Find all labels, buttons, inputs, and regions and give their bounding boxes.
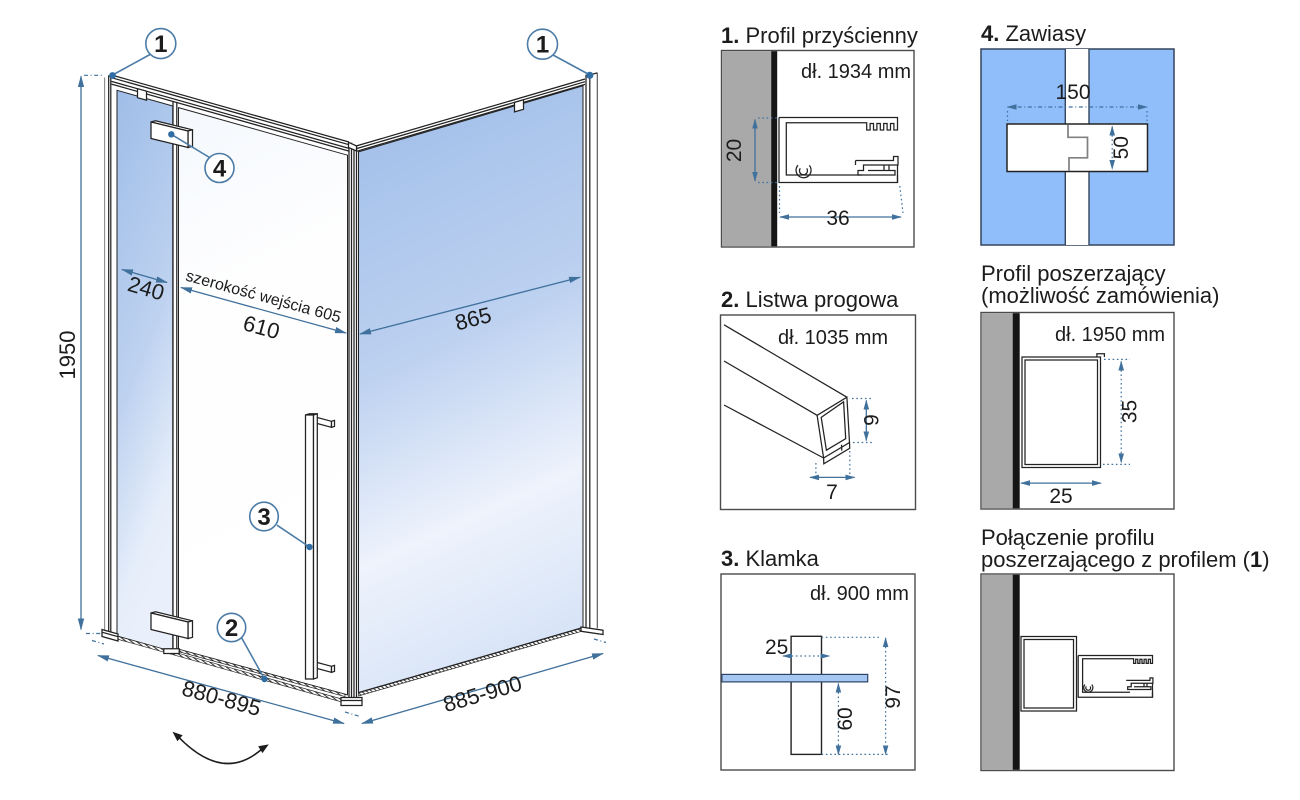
svg-text:7: 7 [826,481,838,504]
svg-text:3. Klamka: 3. Klamka [721,546,820,571]
svg-text:Profil poszerzający: Profil poszerzający [981,261,1166,286]
svg-text:36: 36 [826,207,849,230]
svg-text:1950: 1950 [55,331,80,380]
svg-text:2: 2 [225,615,238,642]
svg-text:50: 50 [1110,136,1133,159]
svg-text:(możliwość zamówienia): (możliwość zamówienia) [981,283,1219,308]
svg-text:1: 1 [154,31,167,58]
svg-text:25: 25 [1049,485,1072,508]
svg-text:25: 25 [765,636,788,659]
svg-text:1: 1 [536,32,549,59]
svg-text:9: 9 [861,414,884,426]
svg-text:60: 60 [834,707,857,730]
svg-text:97: 97 [882,685,905,708]
svg-text:4: 4 [213,156,227,183]
svg-text:150: 150 [1055,81,1090,104]
svg-text:dł. 1950 mm: dł. 1950 mm [1055,324,1165,346]
svg-text:4. Zawiasy: 4. Zawiasy [981,21,1086,46]
svg-text:dł. 900 mm: dł. 900 mm [810,583,909,605]
svg-text:Połączenie profilu: Połączenie profilu [981,525,1155,550]
svg-text:20: 20 [723,139,746,162]
svg-text:885-900: 885-900 [440,671,525,718]
svg-text:3: 3 [257,504,270,531]
svg-text:35: 35 [1119,400,1142,423]
svg-text:1. Profil przyścienny: 1. Profil przyścienny [721,23,918,48]
svg-text:poszerzającego z profilem (1): poszerzającego z profilem (1) [981,547,1270,572]
svg-text:880-895: 880-895 [179,675,263,721]
svg-text:dł. 1934 mm: dł. 1934 mm [801,61,911,83]
svg-text:2. Listwa progowa: 2. Listwa progowa [721,287,899,312]
svg-text:dł. 1035 mm: dł. 1035 mm [778,327,888,349]
